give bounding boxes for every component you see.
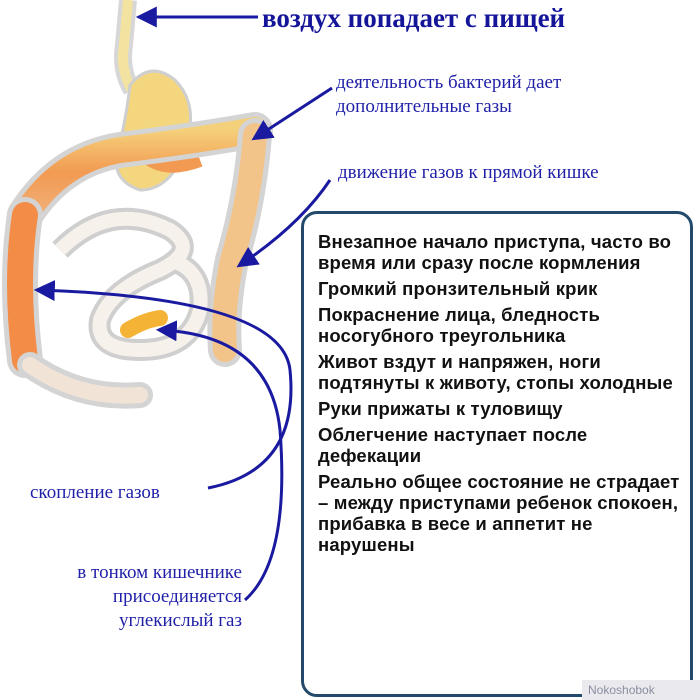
- symptom-item: Покраснение лица, бледность носогубного …: [318, 304, 600, 346]
- label-gas-movement: движение газов к прямой кишке: [338, 162, 599, 183]
- arrow-accumulation: [33, 280, 293, 490]
- label-small-line1: в тонком кишечнике: [77, 562, 242, 583]
- descending-colon: [207, 118, 272, 367]
- arrows: [33, 6, 333, 602]
- watermark: Nokoshobok: [582, 680, 700, 700]
- arrow-bacteria: [251, 86, 333, 141]
- small-intestine: [52, 207, 212, 362]
- ascending-colon: [2, 197, 43, 378]
- esophagus: [114, 0, 140, 95]
- transverse-colon: [7, 112, 273, 233]
- arrow-movement: [236, 179, 332, 268]
- symptom-item: Внезапное начало приступа, часто во врем…: [318, 231, 672, 273]
- symptom-item: Реально общее состояние не страдает – ме…: [318, 471, 680, 555]
- arrow-small-intestine: [155, 320, 284, 602]
- rectum: [17, 352, 153, 409]
- label-bacteria-line1: деятельность бактерий дает: [336, 72, 562, 93]
- label-bacteria-line2: дополнительные газы: [336, 95, 512, 117]
- symptom-item: Живот вздут и напряжен, ноги подтянуты к…: [318, 351, 673, 393]
- label-gas-accumulation: скопление газов: [30, 482, 160, 503]
- symptom-item: Руки прижаты к туловищу: [318, 398, 563, 419]
- symptom-item: Облегчение наступает после дефекации: [318, 424, 588, 466]
- symptoms-box: Внезапное начало приступа, часто во врем…: [301, 211, 693, 697]
- label-small-intestine: в тонком кишечнике присоединяется углеки…: [14, 561, 242, 632]
- symptom-item: Громкий пронзительный крик: [318, 278, 598, 299]
- label-small-line2: присоединяется: [112, 585, 242, 607]
- label-small-line3: углекислый газ: [119, 609, 242, 631]
- label-bacteria: деятельность бактерий дает дополнительны…: [336, 71, 561, 119]
- title-air-with-food: воздух попадает с пищей: [262, 3, 566, 33]
